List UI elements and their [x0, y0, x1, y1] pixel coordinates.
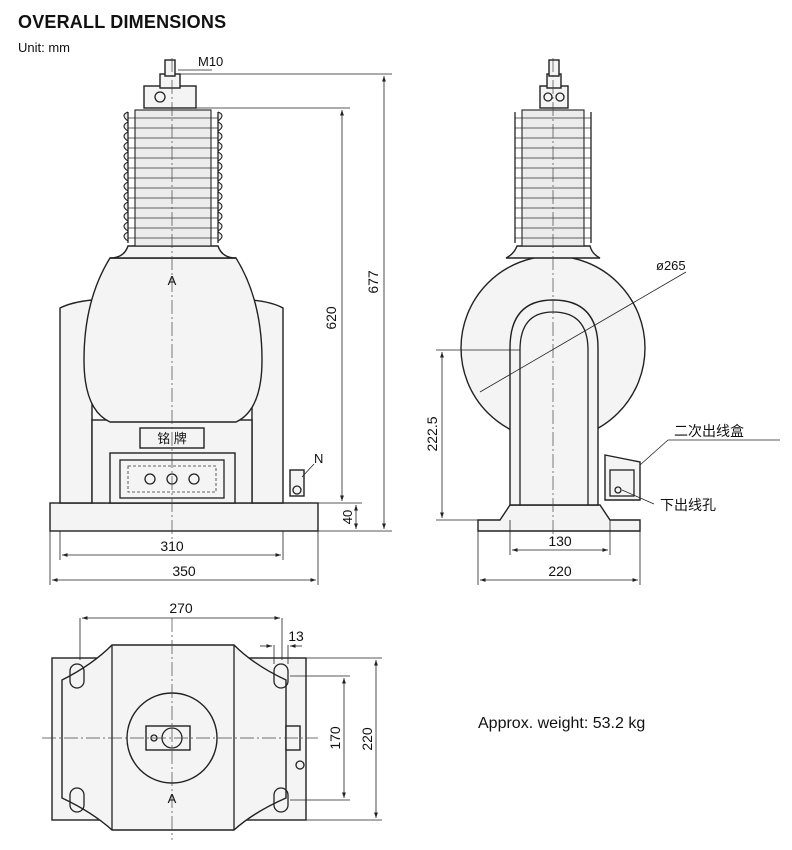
- outlet-hole-label: 下出线孔: [660, 497, 716, 513]
- dim-222-5: 222.5: [424, 416, 440, 451]
- side-bolt-2-icon: [555, 92, 565, 102]
- top-body-flanks: [111, 645, 235, 830]
- front-terminal-stud: [164, 59, 176, 77]
- dim-350: 350: [172, 563, 196, 579]
- mount-slot-bl: [69, 787, 85, 813]
- dim-677: 677: [365, 270, 381, 294]
- dim-170: 170: [327, 726, 343, 750]
- side-secondary-box-inner: [609, 469, 635, 497]
- front-terminal-bolt-icon: [154, 91, 166, 103]
- unit-note: Unit: mm: [18, 40, 70, 55]
- side-base: [477, 504, 641, 532]
- secondary-box: [109, 452, 236, 504]
- top-view: A 270 13 170 220: [42, 600, 382, 840]
- front-top-cap: [143, 85, 197, 109]
- ground-label: N: [314, 451, 323, 466]
- secondary-terminal-3-icon: [188, 473, 200, 485]
- front-upper-body: [83, 257, 263, 423]
- side-terminal-stud: [548, 59, 560, 77]
- front-view: 铭 牌 N A M10 677 620 40 310: [49, 54, 392, 585]
- dim-220-side: 220: [548, 563, 572, 579]
- dim-310: 310: [160, 538, 184, 554]
- ground-terminal: [289, 469, 305, 497]
- ground-bolt-icon: [292, 485, 302, 495]
- side-outlet-hole-icon: [614, 486, 622, 494]
- dim-130: 130: [548, 533, 572, 549]
- top-terminal-a: A: [168, 791, 177, 806]
- front-neck: [109, 245, 237, 259]
- secondary-box-label: 二次出线盒: [674, 423, 744, 439]
- dim-40: 40: [340, 510, 355, 524]
- top-ground-icon: [295, 760, 305, 770]
- mount-slot-br: [273, 787, 289, 813]
- front-insulator-sheds: [123, 109, 223, 247]
- weight-note: Approx. weight: 53.2 kg: [478, 715, 646, 732]
- mount-slot-tr: [273, 663, 289, 689]
- secondary-box-glass: [127, 465, 217, 493]
- thread-label: M10: [198, 54, 223, 69]
- secondary-terminal-1-icon: [144, 473, 156, 485]
- side-bolt-1-icon: [543, 92, 553, 102]
- mount-slot-tl: [69, 663, 85, 689]
- dim-13: 13: [288, 628, 304, 644]
- front-terminal-a: A: [168, 273, 177, 288]
- dim-220-top: 220: [359, 727, 375, 751]
- dim-270: 270: [169, 600, 193, 616]
- dim-diameter-265: ø265: [656, 258, 686, 273]
- dim-620: 620: [323, 306, 339, 330]
- front-base-plate: [49, 502, 319, 532]
- page-title: OVERALL DIMENSIONS: [18, 12, 227, 32]
- side-view: ø265 222.5 二次出线盒 下出线孔 130 220: [424, 58, 780, 585]
- side-secondary-box: [604, 454, 641, 501]
